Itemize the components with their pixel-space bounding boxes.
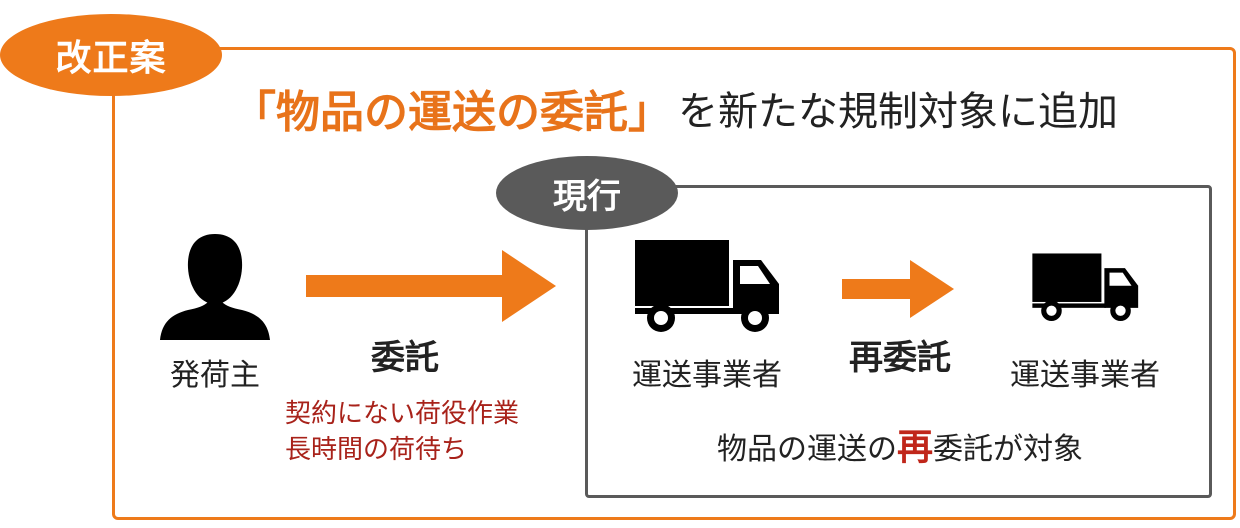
- consign-label: 委託: [371, 338, 439, 378]
- proposal-badge-label: 改正案: [55, 38, 167, 79]
- truck-icon: [635, 240, 779, 332]
- headline-rest: を新たな規制対象に追加: [678, 89, 1118, 135]
- arrow-right-icon: [842, 260, 954, 318]
- proposal-badge: 改正案: [0, 14, 222, 96]
- current-frame: [585, 185, 1212, 498]
- issue-1: 契約にない荷役作業: [285, 399, 520, 429]
- scope-note-emphasis: 再: [896, 427, 933, 468]
- scope-note: 物品の運送の再委託が対象: [600, 418, 1200, 470]
- arrow-right-icon: [306, 250, 556, 322]
- reconsign-label: 再委託: [849, 338, 951, 378]
- person-silhouette-icon: [160, 234, 270, 340]
- scope-note-after: 委託が対象: [933, 432, 1083, 467]
- shipper-label: 発荷主: [170, 358, 260, 393]
- truck-icon: [1032, 253, 1139, 322]
- carrier-left-label: 運送事業者: [632, 358, 782, 393]
- issue-2: 長時間の荷待ち: [285, 435, 468, 465]
- scope-note-before: 物品の運送の: [716, 432, 897, 467]
- current-badge-label: 現行: [553, 176, 621, 217]
- current-badge: 現行: [496, 156, 678, 230]
- headline: 「物品の運送の委託」 を新たな規制対象に追加: [232, 78, 1118, 138]
- carrier-right-label: 運送事業者: [1010, 358, 1160, 393]
- proposal-frame: [112, 47, 1236, 520]
- headline-highlight: 「物品の運送の委託」: [232, 87, 672, 138]
